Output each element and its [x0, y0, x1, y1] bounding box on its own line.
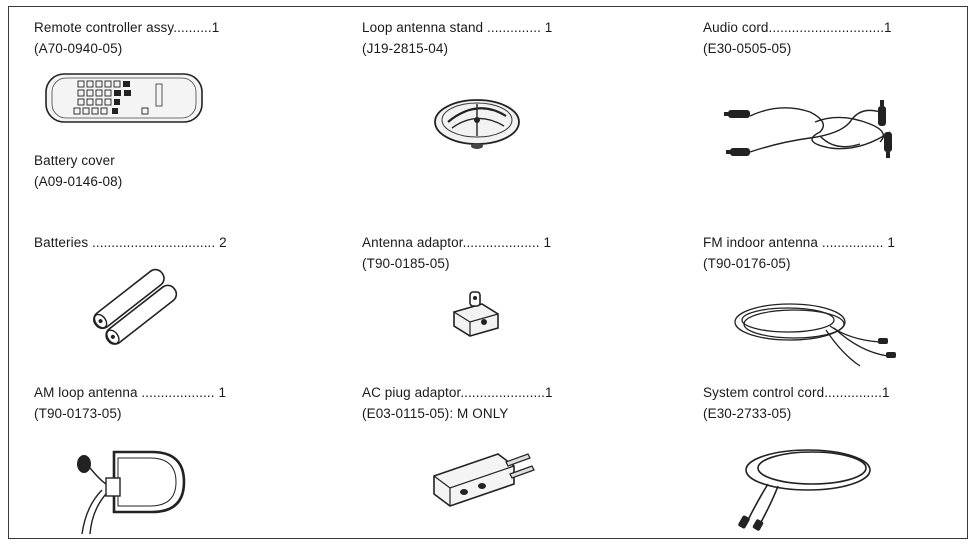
- item-remote-controller: Remote controller assy..........1 (A70-0…: [34, 17, 219, 59]
- item-name: Remote controller assy..........1: [34, 20, 220, 35]
- item-antenna-adaptor: Antenna adaptor.................... 1 (T…: [362, 232, 551, 274]
- item-name: Antenna adaptor.................... 1: [362, 235, 552, 250]
- item-part-number: (T90-0176-05): [703, 256, 791, 271]
- item-am-loop-antenna: AM loop antenna ................... 1 (T…: [34, 382, 226, 424]
- system-control-cord-icon: [728, 440, 888, 535]
- item-name: FM indoor antenna ................ 1: [703, 235, 895, 250]
- batteries-icon: [86, 268, 186, 349]
- am-loop-antenna-icon: [72, 440, 192, 541]
- ac-plug-adaptor-icon: [428, 442, 538, 517]
- item-batteries: Batteries ..............................…: [34, 232, 227, 253]
- item-loop-antenna-stand: Loop antenna stand .............. 1 (J19…: [362, 17, 552, 59]
- item-name: Loop antenna stand .............. 1: [362, 20, 553, 35]
- item-fm-indoor-antenna: FM indoor antenna ................ 1 (T9…: [703, 232, 895, 274]
- item-name: Audio cord..............................…: [703, 20, 892, 35]
- item-part-number: (E30-2733-05): [703, 406, 792, 421]
- item-name: AM loop antenna ................... 1: [34, 385, 227, 400]
- antenna-adaptor-icon: [446, 290, 506, 349]
- item-part-number: (T90-0185-05): [362, 256, 450, 271]
- loop-antenna-stand-icon: [432, 92, 522, 155]
- item-part-number: (E30-0505-05): [703, 41, 792, 56]
- item-part-number: (A09-0146-08): [34, 174, 123, 189]
- item-battery-cover: Battery cover (A09-0146-08): [34, 150, 122, 192]
- item-name: System control cord...............1: [703, 385, 890, 400]
- remote-controller-icon: [44, 72, 204, 129]
- item-name: Battery cover: [34, 153, 115, 168]
- audio-cord-icon: [720, 92, 920, 187]
- item-part-number: (A70-0940-05): [34, 41, 123, 56]
- fm-indoor-antenna-icon: [730, 282, 900, 377]
- accessories-frame: [8, 6, 968, 539]
- item-part-number: (J19-2815-04): [362, 41, 449, 56]
- item-part-number: (E03-0115-05): M ONLY: [362, 406, 509, 421]
- item-name: Batteries ..............................…: [34, 235, 227, 250]
- item-audio-cord: Audio cord..............................…: [703, 17, 892, 59]
- item-part-number: (T90-0173-05): [34, 406, 122, 421]
- item-ac-plug-adaptor: AC piug adaptor......................1 (…: [362, 382, 553, 424]
- item-system-control-cord: System control cord...............1 (E30…: [703, 382, 890, 424]
- item-name: AC piug adaptor......................1: [362, 385, 553, 400]
